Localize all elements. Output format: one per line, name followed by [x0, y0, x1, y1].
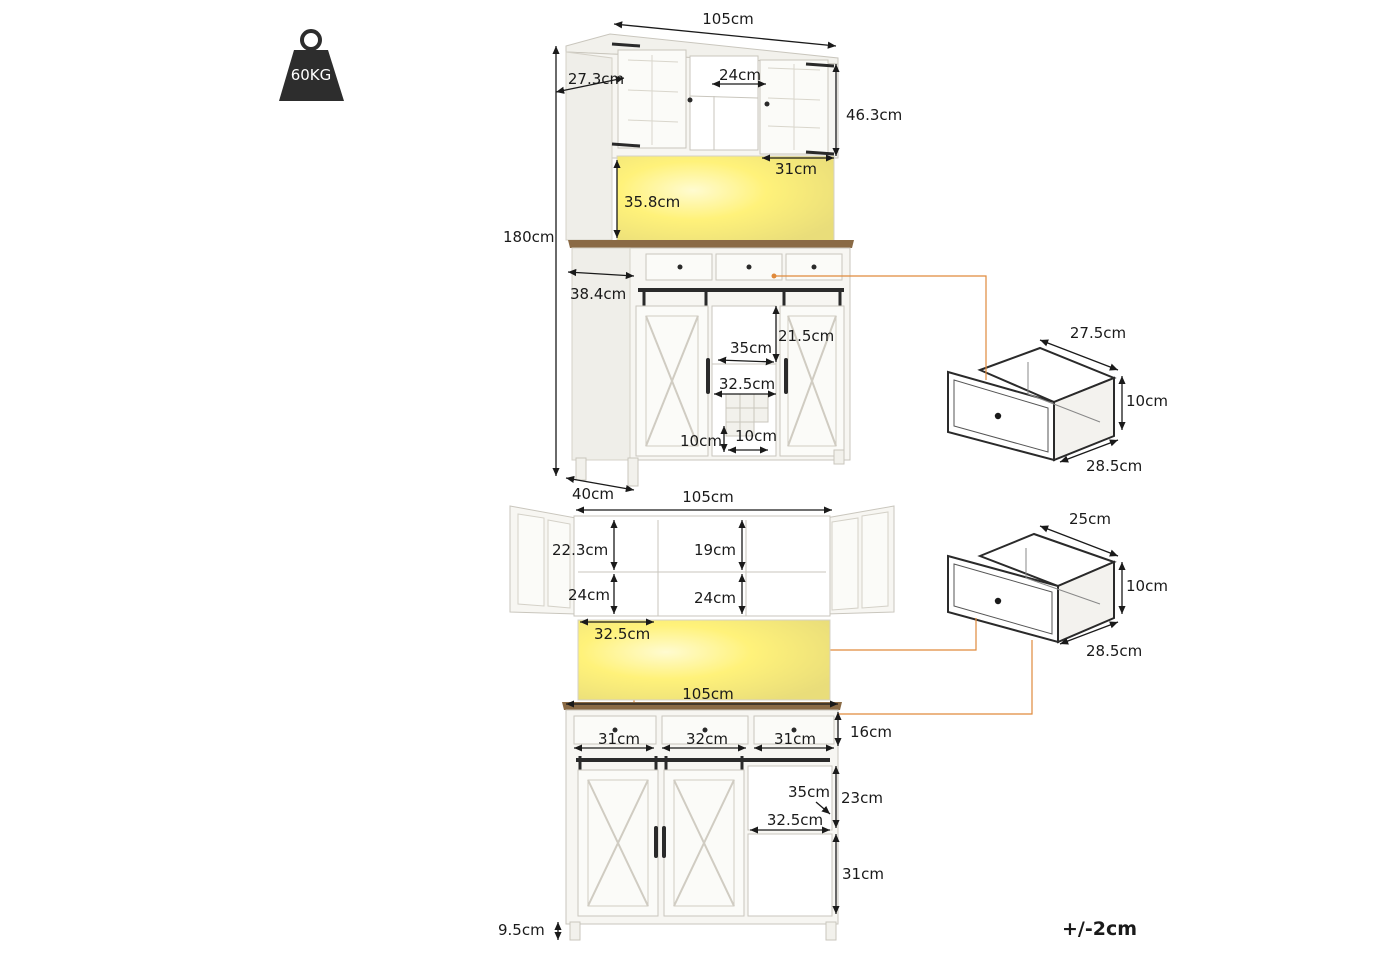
- top-dimension-lines: [552, 21, 840, 493]
- wine-width-label: 35cm: [730, 339, 772, 357]
- cube-height-label: 10cm: [680, 432, 722, 450]
- weight-icon: [279, 29, 344, 101]
- drawer2-width-label: 32cm: [686, 730, 728, 748]
- total-height-label: 180cm: [503, 228, 555, 246]
- hutch-depth-label: 27.3cm: [568, 70, 624, 88]
- drawer-small-depth: 28.5cm: [1086, 642, 1142, 660]
- center-shelf-label: 24cm: [719, 66, 761, 84]
- cubby-height-label: 23cm: [841, 789, 883, 807]
- led-width-label: 32.5cm: [594, 625, 650, 643]
- floor-depth-label: 40cm: [572, 485, 614, 503]
- drawer-large: [947, 346, 1117, 462]
- wine-inner-label: 32.5cm: [719, 375, 775, 393]
- cube-width-label: 10cm: [735, 427, 777, 445]
- left-shelf-height-label: 22.3cm: [552, 541, 608, 559]
- drawer-small-width: 25cm: [1069, 510, 1111, 528]
- drawer1-width-label: 31cm: [598, 730, 640, 748]
- drawer-small: [947, 532, 1117, 644]
- lower-hutch-width-label: 31cm: [775, 160, 817, 178]
- drawer-large-height: 10cm: [1126, 392, 1168, 410]
- cabinet-front-view: [565, 33, 854, 487]
- cubby-depth-label: 35cm: [788, 783, 830, 801]
- weight-badge: 60KG: [279, 29, 344, 101]
- drawer-large-depth: 28.5cm: [1086, 457, 1142, 475]
- open-width-label: 105cm: [682, 488, 734, 506]
- drawer-row-height-label: 16cm: [850, 723, 892, 741]
- bottom-dimension-lines: [554, 506, 842, 940]
- left-lower-shelf-label: 24cm: [568, 586, 610, 604]
- drawer-small-height: 10cm: [1126, 577, 1168, 595]
- weight-label: 60KG: [291, 66, 332, 84]
- wine-height-label: 21.5cm: [778, 327, 834, 345]
- base-depth-label: 38.4cm: [570, 285, 626, 303]
- cubby-width-label: 32.5cm: [767, 811, 823, 829]
- tolerance-label: +/-2cm: [1062, 918, 1137, 940]
- drawer3-width-label: 31cm: [774, 730, 816, 748]
- hutch-height-label: 46.3cm: [846, 106, 902, 124]
- led-height-label: 35.8cm: [624, 193, 680, 211]
- mid-shelf-height-label: 19cm: [694, 541, 736, 559]
- mid-lower-shelf-label: 24cm: [694, 589, 736, 607]
- counter-width-label: 105cm: [682, 685, 734, 703]
- drawer-large-width: 27.5cm: [1070, 324, 1126, 342]
- top-width-label: 105cm: [702, 10, 754, 28]
- lower-cubby-height-label: 31cm: [842, 865, 884, 883]
- leg-height-label: 9.5cm: [498, 921, 545, 939]
